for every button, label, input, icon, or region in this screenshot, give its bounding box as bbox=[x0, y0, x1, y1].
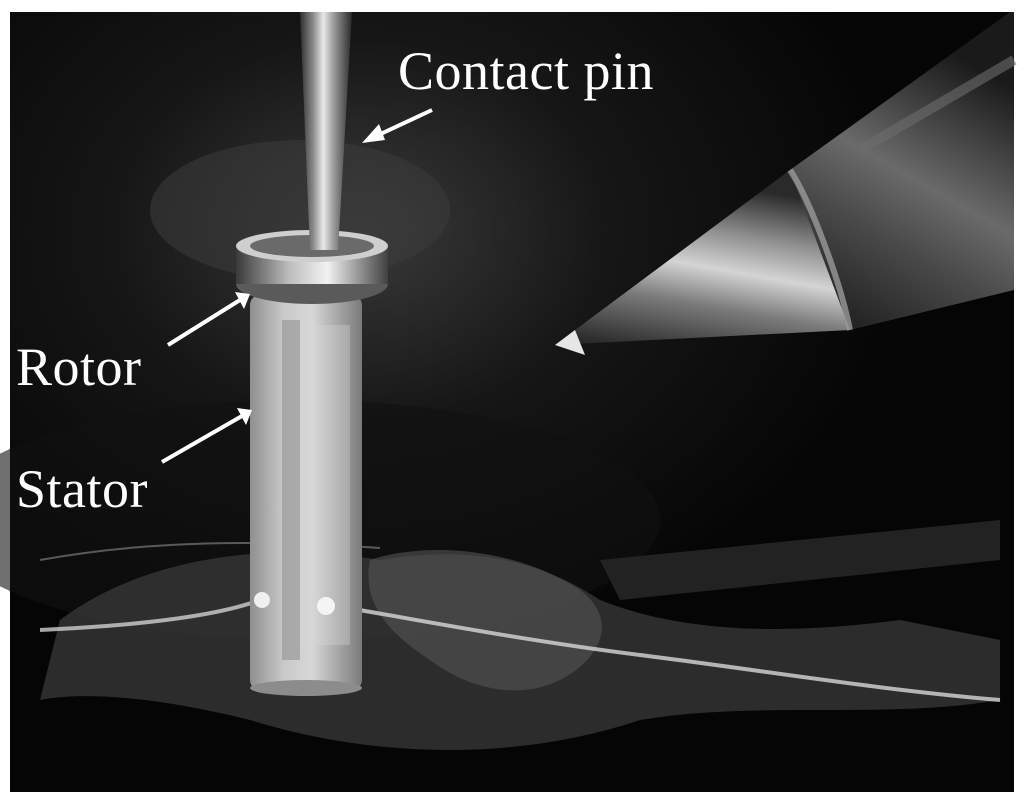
contact-pin bbox=[300, 12, 352, 250]
label-stator: Stator bbox=[16, 459, 148, 519]
stator-electrode-stripe bbox=[282, 320, 300, 660]
tool-collar bbox=[787, 168, 853, 331]
solder-point-right bbox=[317, 597, 335, 615]
label-rotor: Rotor bbox=[16, 337, 142, 397]
carrier-highlight bbox=[368, 550, 602, 691]
tool-highlight bbox=[857, 55, 1017, 155]
label-contact-pin: Contact pin bbox=[398, 41, 654, 101]
arrow-stator bbox=[161, 408, 252, 464]
stator-electrode bbox=[300, 325, 350, 645]
stator-cylinder bbox=[250, 295, 362, 690]
tool-cone bbox=[555, 170, 850, 345]
wire-right bbox=[329, 603, 1001, 702]
solder-point-left bbox=[254, 592, 270, 608]
arrow-rotor bbox=[166, 292, 250, 347]
arrow-contact-pin bbox=[362, 108, 433, 143]
stator-bottom bbox=[250, 680, 362, 696]
wire-left bbox=[39, 598, 261, 632]
carrier-edge bbox=[600, 520, 1000, 600]
tool-tip bbox=[555, 330, 585, 355]
